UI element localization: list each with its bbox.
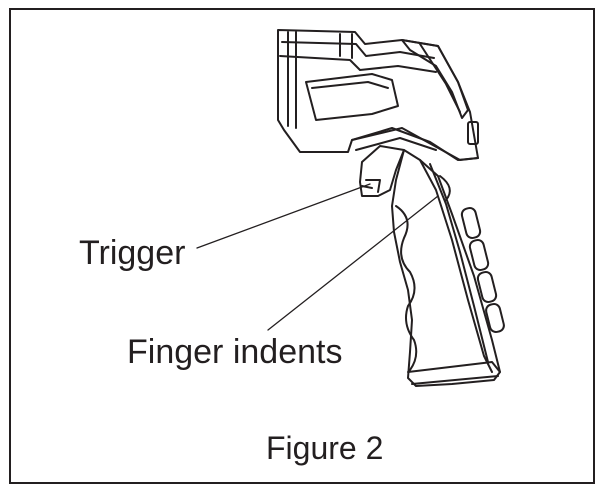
finger-indents: [395, 205, 418, 371]
figure-frame: [9, 8, 595, 484]
grip-slots: [460, 207, 505, 334]
finger-indents-leader-line: [267, 195, 439, 331]
figure-caption: Figure 2: [266, 430, 384, 466]
device-head: [277, 29, 479, 161]
trigger-label: Trigger: [79, 234, 186, 272]
trigger-leader-line: [196, 183, 371, 249]
finger-indents-label: Finger indents: [127, 333, 343, 371]
sensor-nose: [401, 39, 469, 119]
side-button: [467, 121, 479, 145]
display-window: [305, 73, 399, 121]
handle-grip: [391, 149, 501, 387]
